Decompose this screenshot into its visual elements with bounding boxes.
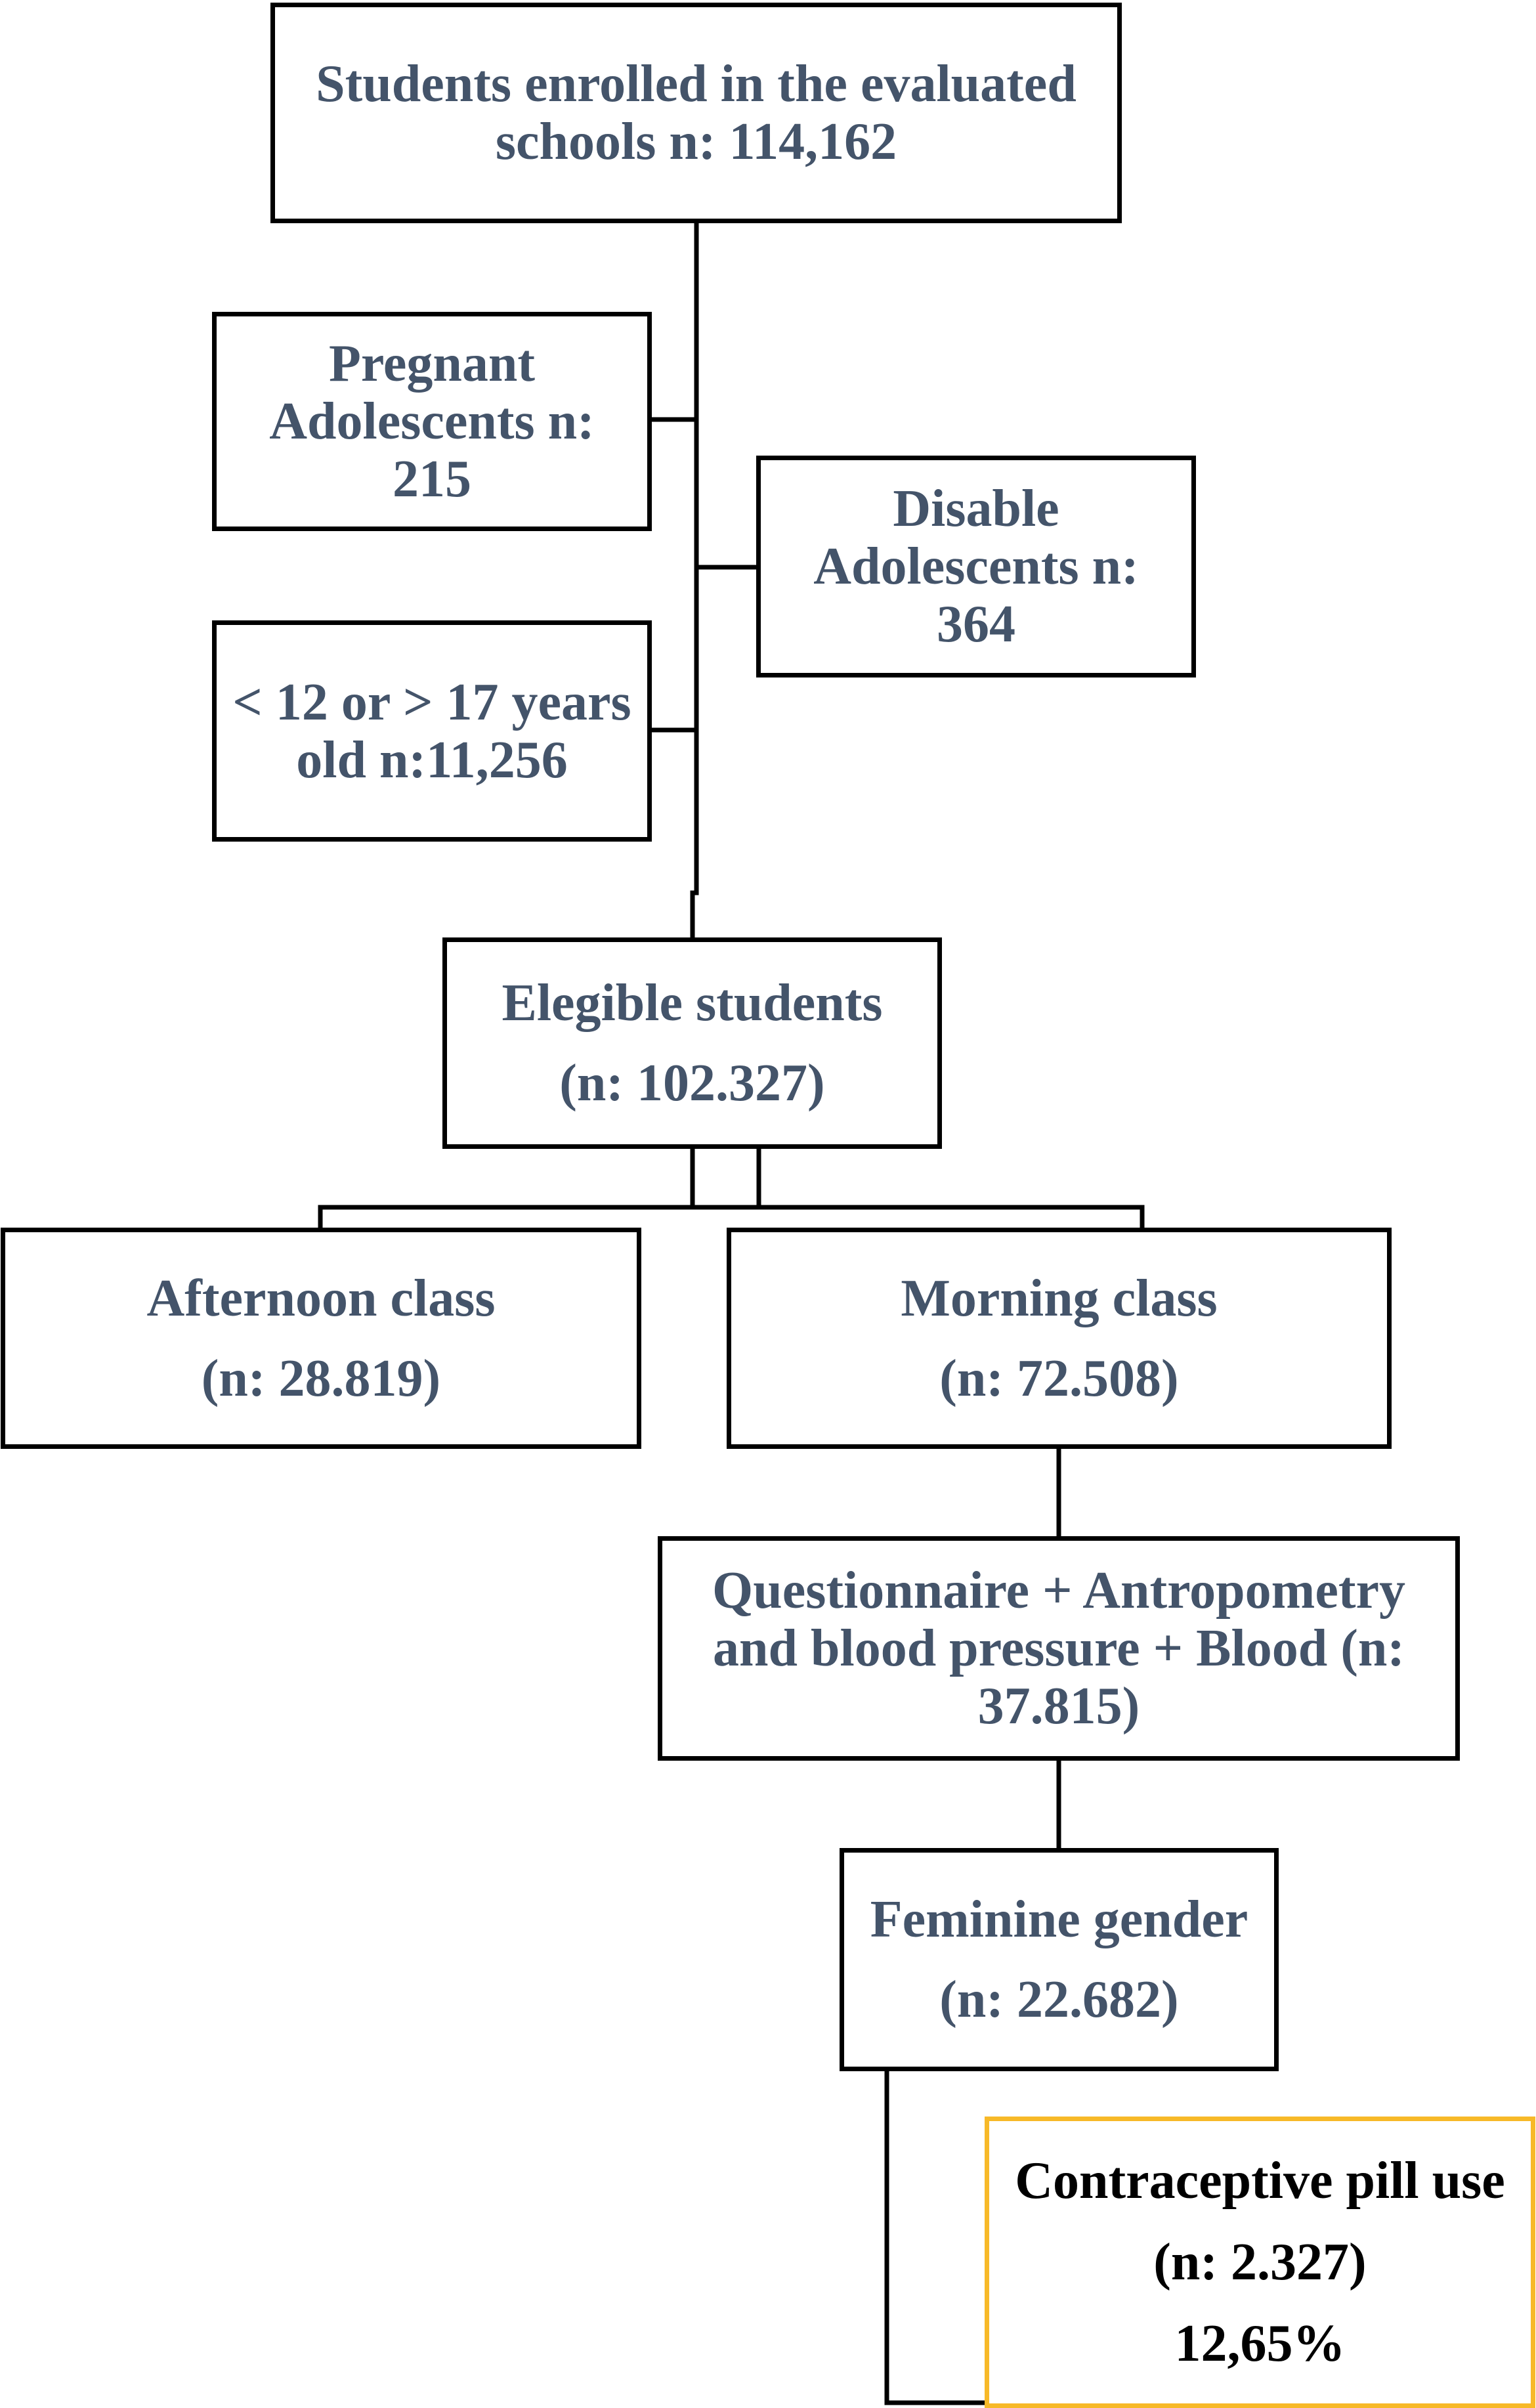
age-exclusion-line-2: old n:11,256	[296, 731, 568, 789]
morning-class-box: Morning class (n: 72.508)	[727, 1228, 1392, 1449]
morning-class-line-2: (n: 72.508)	[939, 1349, 1179, 1408]
eligible-students-box: Elegible students (n: 102.327)	[442, 937, 942, 1149]
questionnaire-line-3: 37.815)	[977, 1677, 1140, 1735]
enrolled-students-line-2: schools n: 114,162	[495, 113, 897, 171]
pregnant-adolescents-line-3: 215	[393, 450, 471, 508]
questionnaire-line-2: and blood pressure + Blood (n:	[712, 1620, 1405, 1677]
afternoon-class-box: Afternoon class (n: 28.819)	[1, 1228, 641, 1449]
disable-adolescents-line-3: 364	[937, 595, 1015, 653]
age-exclusion-line-1: < 12 or > 17 years	[232, 673, 631, 731]
questionnaire-box: Questionnaire + Antropometry and blood p…	[658, 1536, 1460, 1761]
disable-adolescents-line-1: Disable	[893, 480, 1059, 538]
enrolled-students-box: Students enrolled in the evaluated schoo…	[270, 3, 1122, 223]
disable-adolescents-line-2: Adolescents n:	[813, 538, 1139, 595]
feminine-gender-box: Feminine gender (n: 22.682)	[840, 1848, 1279, 2071]
enrolled-students-line-1: Students enrolled in the evaluated	[316, 55, 1077, 113]
contraceptive-pill-line-2: (n: 2.327)	[1153, 2233, 1367, 2291]
pregnant-adolescents-box: Pregnant Adolescents n: 215	[212, 312, 652, 531]
questionnaire-line-1: Questionnaire + Antropometry	[712, 1562, 1405, 1620]
morning-class-line-1: Morning class	[901, 1269, 1218, 1327]
disable-adolescents-box: Disable Adolescents n: 364	[756, 456, 1196, 677]
contraceptive-pill-line-3: 12,65%	[1174, 2315, 1346, 2373]
pregnant-adolescents-line-2: Adolescents n:	[269, 393, 595, 450]
eligible-students-line-2: (n: 102.327)	[559, 1054, 825, 1112]
feminine-gender-line-2: (n: 22.682)	[939, 1971, 1179, 2029]
afternoon-class-line-1: Afternoon class	[146, 1269, 496, 1327]
feminine-gender-line-1: Feminine gender	[870, 1891, 1248, 1948]
afternoon-class-line-2: (n: 28.819)	[201, 1349, 441, 1408]
age-exclusion-box: < 12 or > 17 years old n:11,256	[212, 620, 652, 842]
contraceptive-pill-line-1: Contraceptive pill use	[1015, 2152, 1505, 2210]
eligible-students-line-1: Elegible students	[501, 974, 883, 1032]
pregnant-adolescents-line-1: Pregnant	[328, 335, 536, 393]
contraceptive-pill-box: Contraceptive pill use (n: 2.327) 12,65%	[985, 2117, 1535, 2408]
